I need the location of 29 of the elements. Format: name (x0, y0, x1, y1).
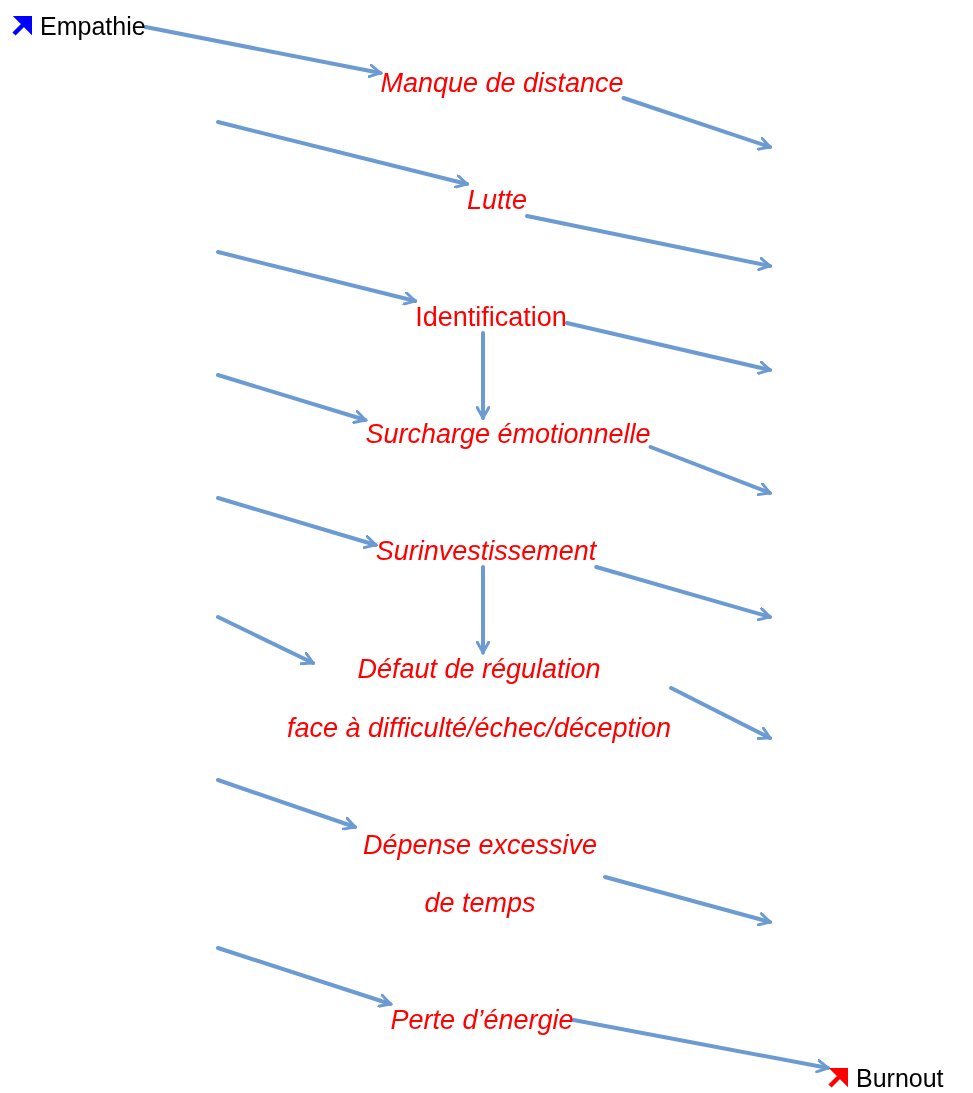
step-label: Surinvestissement (375, 535, 597, 567)
arrow (475, 565, 491, 655)
arrow (216, 778, 357, 831)
arrow (216, 120, 469, 189)
step-label: Dépense excessive de temps (361, 829, 599, 920)
step-label: Manque de distance (380, 67, 624, 99)
arrow (621, 96, 772, 151)
arrow (216, 496, 378, 550)
step-label: Burnout (856, 1063, 944, 1093)
step-label: Surcharge émotionnelle (365, 418, 651, 450)
step-label: Empathie (40, 11, 146, 42)
step-label: Perte d’énergie (390, 1004, 574, 1036)
arrow (143, 25, 383, 79)
arrow (603, 875, 772, 927)
arrow (564, 321, 772, 375)
arrow (216, 615, 315, 666)
arrow (216, 250, 418, 306)
arrow (475, 331, 491, 420)
step-label: Lutte (466, 184, 528, 216)
arrow (594, 565, 772, 622)
arrow (216, 946, 393, 1008)
step-label: Défaut de régulation (357, 652, 601, 685)
arrow (216, 373, 368, 424)
step-label: face à difficulté/échec/déception (286, 711, 672, 744)
arrow (648, 445, 772, 497)
arrow (669, 686, 772, 740)
step-label: Identification (415, 301, 567, 333)
arrow (525, 214, 772, 272)
arrow (571, 1018, 830, 1074)
